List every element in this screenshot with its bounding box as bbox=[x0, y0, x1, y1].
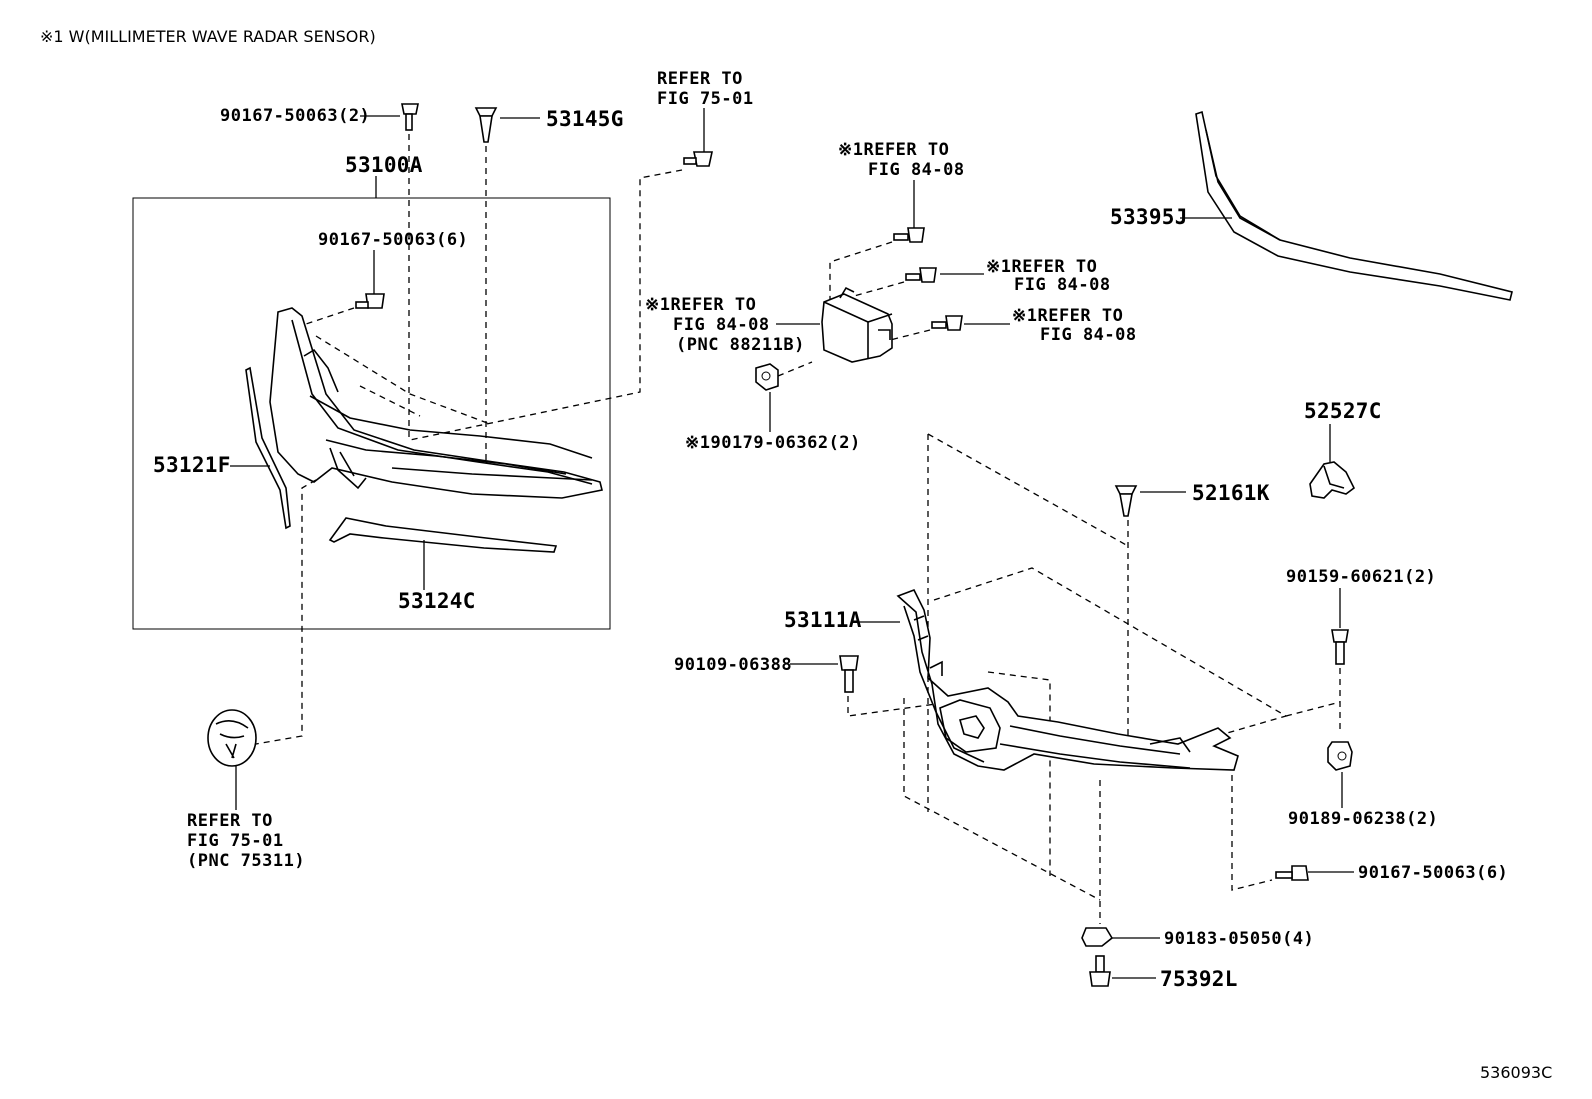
grille-support-bracket bbox=[896, 588, 1239, 771]
clip-icon bbox=[474, 107, 498, 143]
radar-sensor bbox=[821, 286, 893, 363]
clip-nut-icon bbox=[1081, 927, 1114, 947]
part-label-53395j[interactable]: 53395J bbox=[1110, 205, 1188, 229]
refer-fig-radar-2[interactable]: FIG 84-08 bbox=[1014, 275, 1111, 295]
bolt-icon bbox=[1331, 629, 1349, 665]
bracket-icon bbox=[1309, 461, 1356, 499]
refer-pnc-emblem: (PNC 75311) bbox=[187, 851, 305, 871]
part-label-53121f[interactable]: 53121F bbox=[153, 453, 231, 477]
refer-label-radar-3: ※1REFER TO bbox=[1012, 306, 1123, 326]
refer-label-top: REFER TO bbox=[657, 69, 743, 89]
bolt-icon bbox=[839, 655, 859, 693]
screw-icon bbox=[683, 151, 713, 167]
diagram-title: ※1 W(MILLIMETER WAVE RADAR SENSOR) bbox=[40, 27, 376, 46]
screw-icon bbox=[401, 103, 419, 131]
part-label-53145g[interactable]: 53145G bbox=[546, 107, 624, 131]
screw-icon bbox=[1275, 865, 1309, 881]
refer-label-radar-4: ※1REFER TO bbox=[645, 295, 756, 315]
refer-fig-radar-4[interactable]: FIG 84-08 bbox=[673, 315, 770, 335]
part-label-90167-50063-6b[interactable]: 90167-50063(6) bbox=[1358, 863, 1508, 883]
screw-icon bbox=[355, 293, 385, 309]
refer-label-emblem: REFER TO bbox=[187, 811, 273, 831]
grille-molding-side bbox=[245, 366, 291, 530]
illustration-code: 536093C bbox=[1480, 1063, 1552, 1082]
emblem-icon bbox=[207, 709, 257, 767]
part-label-90167-50063-6[interactable]: 90167-50063(6) bbox=[318, 230, 468, 250]
screw-icon bbox=[931, 315, 963, 331]
refer-fig-emblem[interactable]: FIG 75-01 bbox=[187, 831, 284, 851]
refer-label-radar-2: ※1REFER TO bbox=[986, 257, 1097, 277]
part-label-53124c[interactable]: 53124C bbox=[398, 589, 476, 613]
radiator-grille bbox=[269, 307, 603, 499]
bolt-icon bbox=[1089, 955, 1111, 987]
refer-pnc-radar: (PNC 88211B) bbox=[676, 335, 805, 355]
part-label-90189-06238[interactable]: 90189-06238(2) bbox=[1288, 809, 1438, 829]
refer-fig-radar-1[interactable]: FIG 84-08 bbox=[868, 160, 965, 180]
part-label-53100a[interactable]: 53100A bbox=[345, 153, 423, 177]
grille-assembly-box bbox=[132, 197, 611, 630]
nut-icon bbox=[1327, 741, 1353, 771]
clip-icon bbox=[1114, 485, 1138, 517]
part-label-53111a[interactable]: 53111A bbox=[784, 608, 862, 632]
refer-fig-radar-3[interactable]: FIG 84-08 bbox=[1040, 325, 1137, 345]
refer-fig-top[interactable]: FIG 75-01 bbox=[657, 89, 754, 109]
part-label-90167-50063-2[interactable]: 90167-50063(2) bbox=[220, 106, 370, 126]
refer-label-radar-1: ※1REFER TO bbox=[838, 140, 949, 160]
part-label-90159-60621[interactable]: 90159-60621(2) bbox=[1286, 567, 1436, 587]
grille-upper-molding bbox=[1195, 110, 1513, 301]
part-label-52161k[interactable]: 52161K bbox=[1192, 481, 1270, 505]
grille-molding-lower bbox=[328, 517, 558, 553]
screw-icon bbox=[893, 227, 925, 243]
part-label-90109-06388[interactable]: 90109-06388 bbox=[674, 655, 792, 675]
part-label-90179-06362[interactable]: ※190179-06362(2) bbox=[685, 433, 861, 453]
part-label-52527c[interactable]: 52527C bbox=[1304, 399, 1382, 423]
screw-icon bbox=[905, 267, 937, 283]
nut-icon bbox=[755, 363, 779, 391]
part-label-75392l[interactable]: 75392L bbox=[1160, 967, 1238, 991]
part-label-90183-05050[interactable]: 90183-05050(4) bbox=[1164, 929, 1314, 949]
